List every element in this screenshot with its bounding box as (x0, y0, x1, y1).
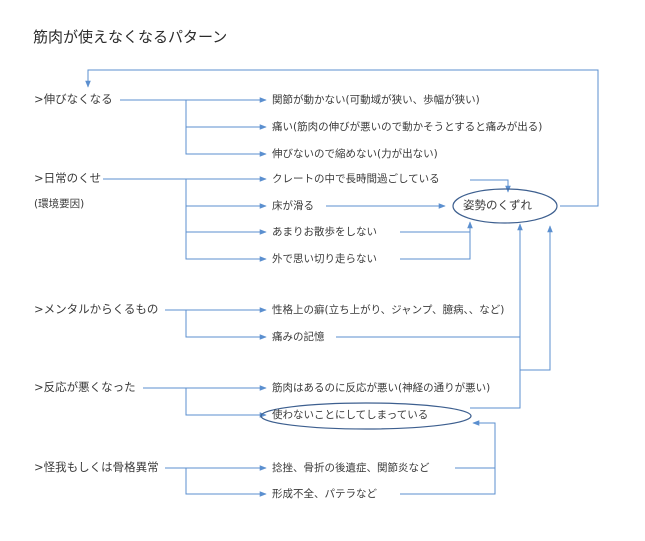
category-c2-label: >日常のくせ (34, 171, 102, 185)
item-label: 痛みの記憶 (272, 331, 325, 343)
edge-item13-join (400, 468, 496, 495)
category-c3-label: >メンタルからくるもの (34, 302, 159, 316)
edge-item8-outcome (336, 223, 523, 338)
edge-outcome-feedback (85, 69, 599, 207)
edge-c3-branch (185, 310, 267, 340)
edge-item8-to-item11 (470, 337, 521, 409)
edge-item12-to-item11 (455, 420, 496, 469)
item-label: 捻挫、骨折の後遺症、関節炎など (272, 462, 430, 474)
edge-c2-branch (185, 179, 267, 262)
edge-c5-branch (185, 468, 267, 497)
item-label: 形成不全、パテラなど (272, 488, 377, 500)
item-label: 床が滑る (272, 200, 314, 212)
item-label: クレートの中で長時間過ごしている (272, 173, 440, 185)
edge-c1-branch (185, 100, 267, 157)
item-label: 使わないことにしてしまっている (272, 409, 429, 421)
edge-item7-outcome (400, 232, 471, 260)
item-label: 伸びないので縮めない(力が出ない) (272, 148, 438, 160)
item-label: 筋肉はあるのに反応が悪い(神経の通りが悪い) (272, 382, 491, 394)
item-label: 性格上の癖(立ち上がり、ジャンプ、臆病、、など) (272, 304, 505, 316)
item-label: 外で思い切り走らない (272, 253, 377, 265)
outcome-ellipse (452, 188, 558, 224)
category-c5-label: >怪我もしくは骨格異常 (34, 460, 159, 474)
category-c1-label: >伸びなくなる (34, 92, 113, 106)
item11-ellipse (260, 402, 472, 430)
edge-item4-outcome (470, 179, 511, 193)
outcome-label: 姿勢のくずれ (463, 198, 532, 212)
category-c2-sub: (環境要因) (34, 198, 85, 210)
item-label: 痛い(筋肉の伸びが悪いので動かそうとすると痛みが出る) (272, 121, 543, 133)
edge-item10-outcome (520, 225, 553, 371)
item-label: 関節が動かない(可動域が狭い、歩幅が狭い) (272, 94, 480, 106)
diagram-title: 筋肉が使えなくなるパターン (33, 28, 228, 46)
edge-c4-branch (185, 388, 267, 418)
item-label: あまりお散歩をしない (272, 226, 377, 238)
edge-item6-outcome (400, 221, 473, 233)
category-c4-label: >反応が悪くなった (34, 380, 136, 394)
